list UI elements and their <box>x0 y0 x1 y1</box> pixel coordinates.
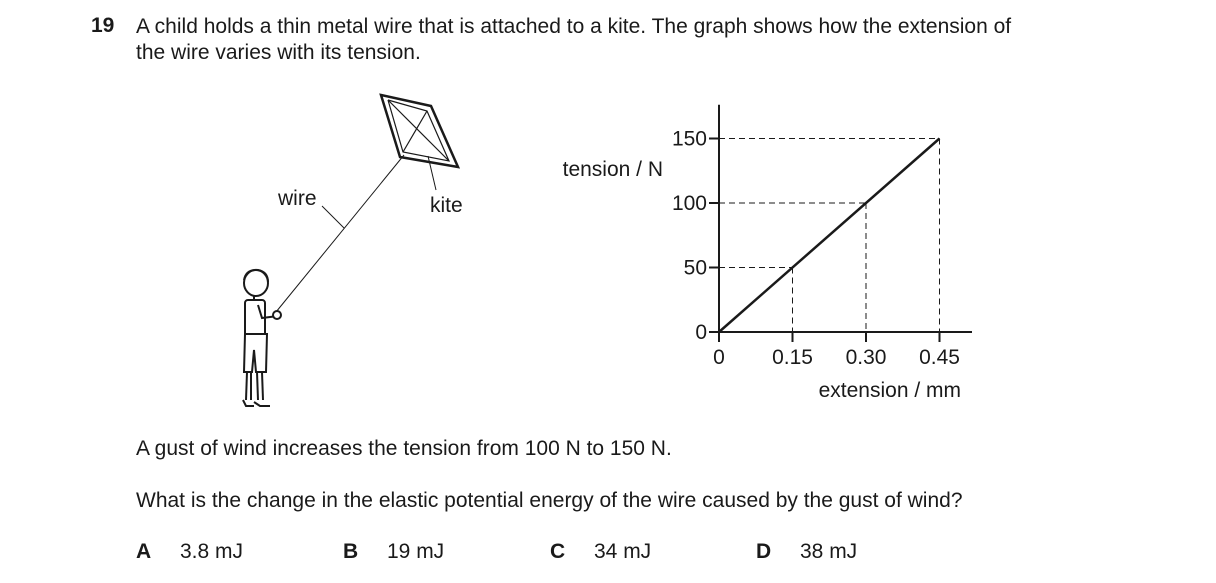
gust-statement: A gust of wind increases the tension fro… <box>136 437 672 460</box>
question-stem: A child holds a thin metal wire that is … <box>136 14 1136 66</box>
tension-extension-graph: 0 50 100 150 0 0.15 0.30 0.45 tension / N extensi… <box>563 104 972 402</box>
series-line-0 <box>718 137 941 333</box>
kite-illustration <box>275 93 461 313</box>
x-tick-label-0: 0 <box>713 346 725 369</box>
kite-shape <box>379 93 461 169</box>
option-a-letter[interactable]: A <box>136 540 152 563</box>
wire-label-leader <box>321 205 345 229</box>
option-b-letter[interactable]: B <box>343 540 359 563</box>
y-tick-label-1: 50 <box>684 257 707 280</box>
x-tick-label-3: 0.45 <box>919 346 960 369</box>
question-text: What is the change in the elastic potent… <box>136 489 963 512</box>
y-tick-label-0: 0 <box>695 321 707 344</box>
child-hand <box>272 310 282 320</box>
child-illustration <box>242 268 282 407</box>
kite-label: kite <box>430 194 463 217</box>
x-tick-label-2: 0.30 <box>846 346 887 369</box>
y-tick-label-2: 100 <box>672 192 707 215</box>
kite-label-leader <box>427 155 437 191</box>
child-shorts <box>242 333 269 373</box>
wire-label: wire <box>277 187 317 210</box>
question-number: 19 <box>91 14 115 37</box>
kite-wire <box>275 154 405 313</box>
option-d-letter[interactable]: D <box>756 540 772 563</box>
child-leg-right-b <box>261 371 264 401</box>
option-a-value[interactable]: 3.8 mJ <box>180 540 244 563</box>
x-tick-label-1: 0.15 <box>772 346 813 369</box>
kite-spar-2 <box>402 110 428 153</box>
option-c-value[interactable]: 34 mJ <box>594 540 652 563</box>
option-b-value[interactable]: 19 mJ <box>387 540 445 563</box>
y-axis-label: tension / N <box>563 158 663 181</box>
child-feet <box>242 399 270 407</box>
child-leg-right <box>256 371 259 401</box>
option-c-letter[interactable]: C <box>550 540 566 563</box>
kite-spar-1 <box>387 99 450 162</box>
child-hair <box>243 268 269 283</box>
x-axis-label: extension / mm <box>819 379 961 402</box>
option-d-value[interactable]: 38 mJ <box>800 540 858 563</box>
stem-line-1: A child holds a thin metal wire that is … <box>136 15 1012 38</box>
y-tick-label-3: 150 <box>672 128 707 151</box>
child-leg-left <box>245 371 248 401</box>
stem-line-2: the wire varies with its tension. <box>136 41 421 64</box>
